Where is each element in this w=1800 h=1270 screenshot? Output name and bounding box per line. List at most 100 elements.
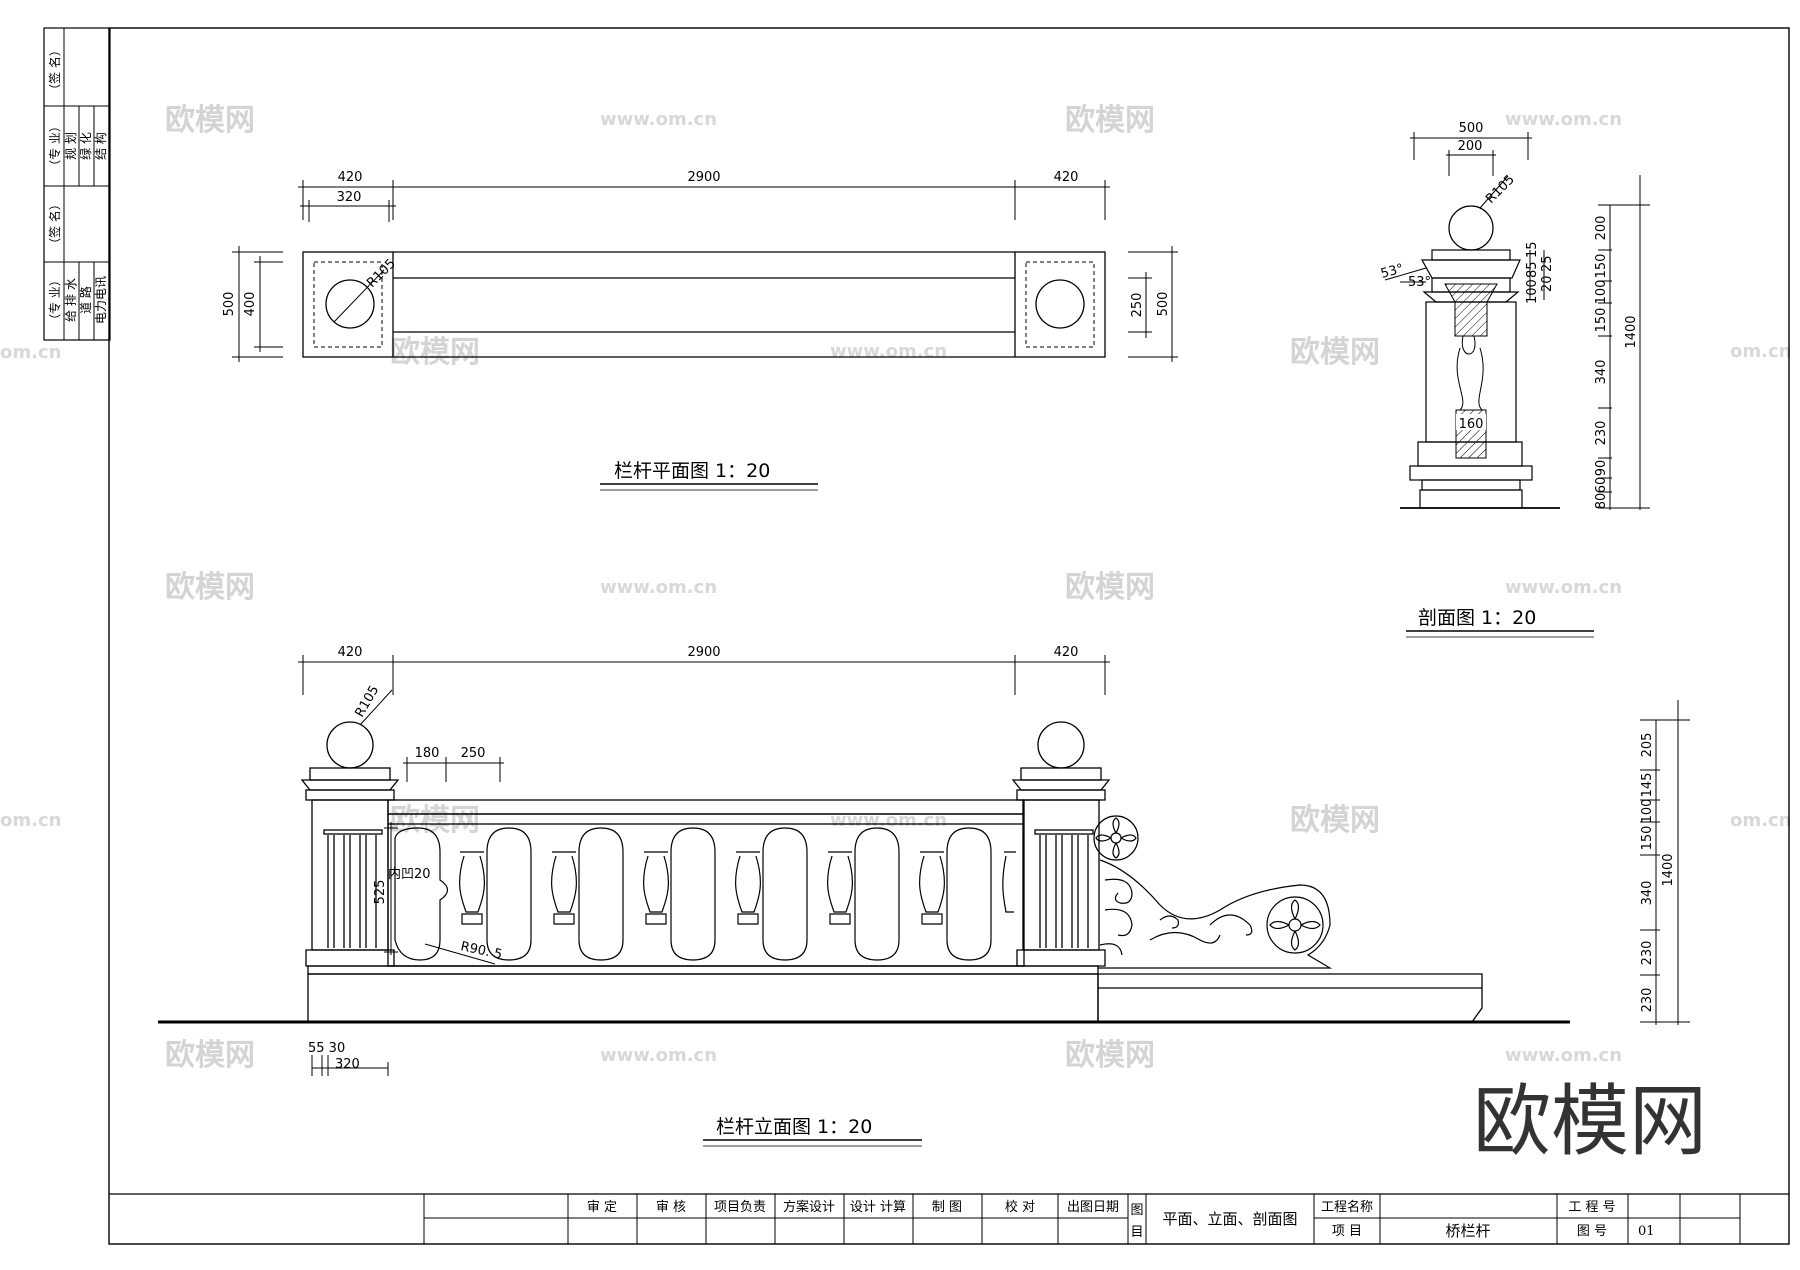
watermark-brand: 欧模网 — [390, 335, 480, 370]
sidebar-discipline-b-2: 道 路 — [78, 286, 93, 314]
section-title: 剖面图 1：20 — [1418, 607, 1536, 629]
plan-dim-top-middle: 2900 — [687, 170, 720, 185]
plan-dim-left-outer: 500 — [222, 292, 237, 317]
tb-cell-design-calc: 设计 计算 — [850, 1200, 906, 1215]
tb-drawing-no-label: 图 号 — [1577, 1224, 1607, 1239]
section-dim-stack-9: 80 — [1594, 493, 1609, 510]
elevation-dim-top-right: 420 — [1054, 645, 1079, 660]
watermark-url: www.om.cn — [600, 1045, 717, 1066]
section-dim-stack-7: 90 — [1594, 460, 1609, 477]
plan-title: 栏杆平面图 1：20 — [614, 460, 770, 482]
elevation-dim-arch-radius: R90. 5 — [459, 939, 503, 962]
elevation-dim-stack-6: 230 — [1640, 941, 1655, 966]
watermark-url: www.om.cn — [1505, 1045, 1622, 1066]
tb-drawing-name: 平面、立面、剖面图 — [1162, 1210, 1297, 1228]
left-sidebar — [44, 28, 110, 340]
watermark-brand-large: 欧模网 — [1473, 1077, 1707, 1167]
plan-dim-top-left-inner: 320 — [337, 190, 362, 205]
watermark-url-partial: om.cn — [0, 810, 61, 831]
tb-project-label: 项 目 — [1332, 1224, 1362, 1239]
sidebar-signature-1: （签 名） — [47, 44, 62, 96]
watermarks: 欧模网 www.om.cn 欧模网 www.om.cn om.cn 欧模网 ww… — [0, 103, 1791, 1167]
plan-dim-left-inner: 400 — [243, 292, 258, 317]
elevation-dim-baluster-a: 180 — [415, 746, 440, 761]
section-dim-stack-5: 340 — [1594, 360, 1609, 385]
sidebar-discipline-b-1: 给 排 水 — [64, 278, 78, 322]
plan-view: 420 320 2900 420 500 400 250 500 R105 栏杆… — [222, 170, 1178, 491]
elevation-title: 栏杆立面图 1：20 — [716, 1116, 872, 1138]
elevation-dim-radius: R105 — [352, 683, 382, 720]
section-dim-stack-8: 60 — [1594, 477, 1609, 494]
section-dim-radius: R105 — [1483, 172, 1518, 207]
section-dim-stack-2: 150 — [1594, 254, 1609, 279]
section-dim-top-inner: 200 — [1458, 139, 1483, 154]
section-dim-angle-2: 53° — [1408, 275, 1431, 290]
elevation-dim-bottom-width: 320 — [335, 1057, 360, 1072]
watermark-brand: 欧模网 — [1290, 335, 1380, 370]
tb-drawing-label-b: 目 — [1130, 1225, 1143, 1240]
sidebar-discipline-b: （专 业） — [47, 274, 62, 326]
plan-dim-top-left-outer: 420 — [338, 170, 363, 185]
elevation-dim-stack-2: 145 — [1640, 773, 1655, 798]
tb-project-no-label: 工 程 号 — [1568, 1200, 1615, 1215]
elevation-dim-stack-3: 100 — [1640, 799, 1655, 824]
plan-dim-right-inner: 250 — [1130, 293, 1145, 318]
tb-cell-approve: 审 定 — [587, 1200, 617, 1215]
elevation-view: 420 2900 420 R105 180 250 内凹20 525 R90. … — [158, 645, 1690, 1147]
tb-cell-project-lead: 项目负责 — [714, 1200, 766, 1215]
watermark-brand: 欧模网 — [390, 803, 480, 838]
sidebar-discipline-a-3: 结 构 — [93, 132, 108, 160]
section-dim-stack-3: 100 — [1594, 280, 1609, 305]
watermark-brand: 欧模网 — [1290, 803, 1380, 838]
plan-dim-top-right: 420 — [1054, 170, 1079, 185]
section-view: 160 5 — [1379, 121, 1650, 638]
elevation-dim-recess: 内凹20 — [388, 866, 431, 882]
watermark-brand: 欧模网 — [165, 1038, 255, 1073]
elevation-dim-stack-7: 230 — [1640, 988, 1655, 1013]
watermark-brand: 欧模网 — [1065, 570, 1155, 605]
tb-drawing-label-a: 图 — [1130, 1203, 1143, 1218]
section-dim-small-1: 100 — [1525, 279, 1540, 304]
elevation-dim-baluster-b: 250 — [461, 746, 486, 761]
watermark-url-partial: om.cn — [1730, 341, 1791, 362]
elevation-dim-top-middle: 2900 — [687, 645, 720, 660]
sidebar-discipline-a-2: 绿 化 — [78, 132, 93, 160]
watermark-url: www.om.cn — [830, 341, 947, 362]
section-dim-stack-1: 200 — [1594, 216, 1609, 241]
watermark-url: www.om.cn — [600, 109, 717, 130]
section-dim-top-width: 500 — [1459, 121, 1484, 136]
tb-cell-issue-date: 出图日期 — [1067, 1200, 1119, 1215]
section-dim-angle-1: 53° — [1379, 261, 1405, 281]
elevation-dim-top-left: 420 — [338, 645, 363, 660]
watermark-brand: 欧模网 — [165, 570, 255, 605]
watermark-url: www.om.cn — [1505, 109, 1622, 130]
watermark-brand: 欧模网 — [165, 103, 255, 138]
section-dim-total: 1400 — [1624, 315, 1639, 348]
scroll-ornament — [1093, 815, 1333, 969]
section-dim-stack-6: 230 — [1594, 421, 1609, 446]
watermark-url-partial: om.cn — [1730, 810, 1791, 831]
section-dim-small-5: 25 — [1540, 255, 1555, 272]
tb-cell-drafting: 制 图 — [932, 1200, 962, 1215]
section-dim-stack-4: 150 — [1594, 308, 1609, 333]
title-block: 审 定 审 核 项目负责 方案设计 设计 计算 制 图 校 对 出图日期 图 目… — [423, 1194, 1741, 1244]
watermark-url: www.om.cn — [600, 577, 717, 598]
section-dim-small-3: 15 — [1525, 241, 1540, 258]
sidebar-labels: （签 名） （专 业） 规 划 绿 化 结 构 （签 名） （专 业） 给 排 … — [47, 44, 108, 326]
section-dim-small-2: 85 — [1525, 261, 1540, 278]
elevation-dim-stack-1: 205 — [1640, 733, 1655, 758]
elevation-dim-525: 525 — [373, 880, 388, 905]
section-dim-small-4: 20 — [1540, 275, 1555, 292]
elevation-dim-total: 1400 — [1661, 853, 1676, 886]
sidebar-signature-2: （签 名） — [47, 198, 62, 250]
sidebar-discipline-b-3: 电力电讯 — [94, 276, 108, 324]
section-dim-inner-width: 160 — [1459, 417, 1484, 432]
tb-project-value: 桥栏杆 — [1445, 1222, 1490, 1240]
watermark-url: www.om.cn — [1505, 577, 1622, 598]
tb-cell-review: 审 核 — [656, 1200, 686, 1215]
sidebar-discipline-a-1: 规 划 — [63, 132, 78, 160]
elevation-dim-stack-4: 150 — [1640, 826, 1655, 851]
watermark-brand: 欧模网 — [1065, 103, 1155, 138]
watermark-url: www.om.cn — [830, 810, 947, 831]
